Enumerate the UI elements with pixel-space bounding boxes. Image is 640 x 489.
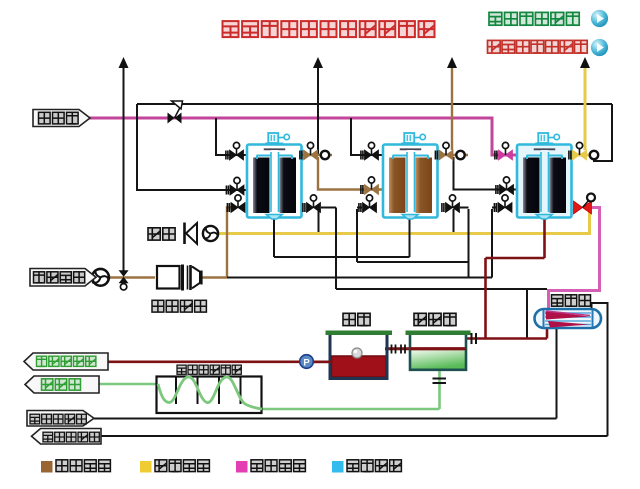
svg-text:P: P xyxy=(303,357,310,368)
